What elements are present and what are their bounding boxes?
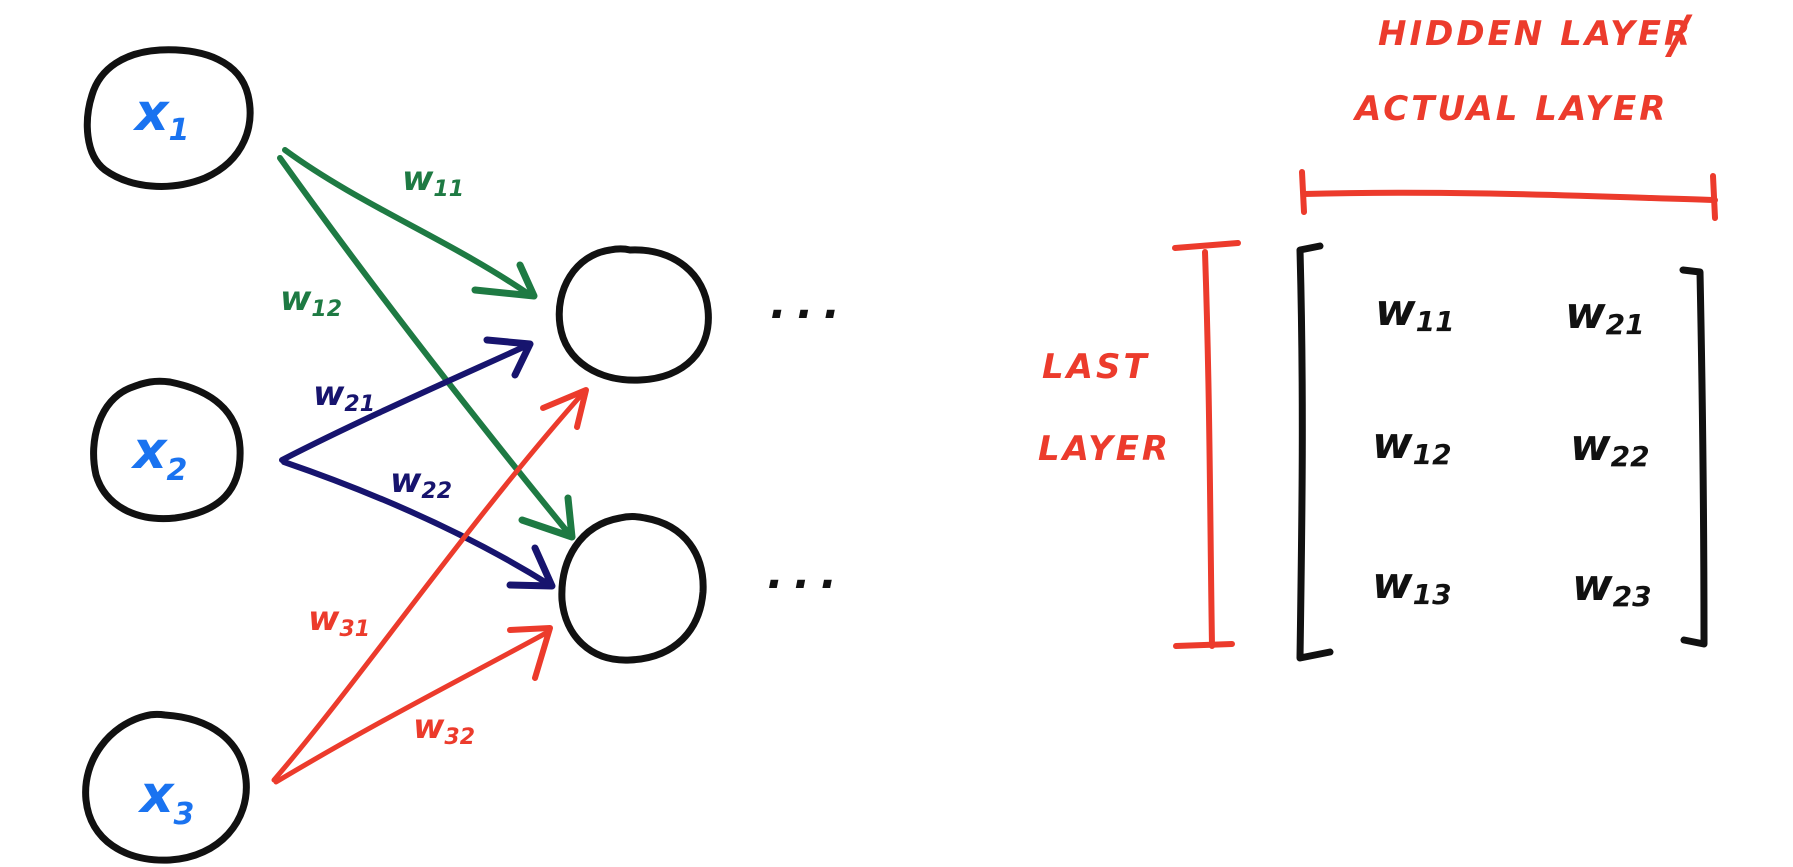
edge-label-w32: w32 <box>413 707 475 750</box>
annotation-hidden-layer: HIDDEN LAYER <box>1378 14 1693 54</box>
annotation-last: LAST <box>1042 347 1150 387</box>
matrix-right-bracket <box>1679 266 1708 648</box>
svg-text:x3: x3 <box>137 765 194 832</box>
annotation-slash: / <box>1665 5 1693 65</box>
input-name-x3: x <box>137 765 175 825</box>
matrix-cell-r3c1: w13 <box>1372 558 1452 611</box>
input-sub-x3: 3 <box>174 797 195 832</box>
hidden-node-2 <box>558 513 707 664</box>
input-sub-x1: 1 <box>169 113 190 148</box>
input-name-x2: x <box>130 421 168 481</box>
ellipsis-node-1: ... <box>770 278 850 329</box>
matrix-cell-r1c2: w21 <box>1565 288 1645 341</box>
hidden-node-1 <box>555 245 712 384</box>
matrix-cell-r2c1: w12 <box>1372 418 1452 471</box>
columns-dimension-bar <box>1299 169 1718 221</box>
annotation-layer: LAYER <box>1038 429 1171 469</box>
input-node-x2: x2 <box>90 377 244 523</box>
edge-x2-h1 <box>279 336 534 463</box>
svg-text:x2: x2 <box>130 421 187 488</box>
matrix-cell-r1c1: w11 <box>1375 285 1455 338</box>
ellipsis-node-2: ... <box>767 548 847 599</box>
edge-label-w31: w31 <box>308 599 370 642</box>
rows-dimension-bar <box>1172 240 1241 649</box>
matrix-left-bracket <box>1296 242 1334 662</box>
input-node-x1: x1 <box>83 46 254 190</box>
matrix-cell-r2c2: w22 <box>1570 420 1650 473</box>
input-name-x1: x <box>132 83 170 143</box>
edge-label-w22: w22 <box>390 461 452 504</box>
edge-label-w11: w11 <box>402 159 464 202</box>
edge-label-w12: w12 <box>280 279 342 322</box>
input-sub-x2: 2 <box>167 453 188 488</box>
edge-x1-h1 <box>282 147 538 300</box>
edge-x3-h2 <box>273 625 553 785</box>
edge-x2-h2 <box>281 459 556 590</box>
svg-text:x1: x1 <box>132 83 189 148</box>
input-node-x3: x3 <box>82 710 250 864</box>
edge-x3-h1 <box>271 387 589 783</box>
matrix-cell-r3c2: w23 <box>1572 560 1652 613</box>
edge-label-w21: w21 <box>313 374 375 417</box>
edge-x1-h2 <box>277 155 576 541</box>
annotation-actual-layer: ACTUAL LAYER <box>1352 89 1668 129</box>
